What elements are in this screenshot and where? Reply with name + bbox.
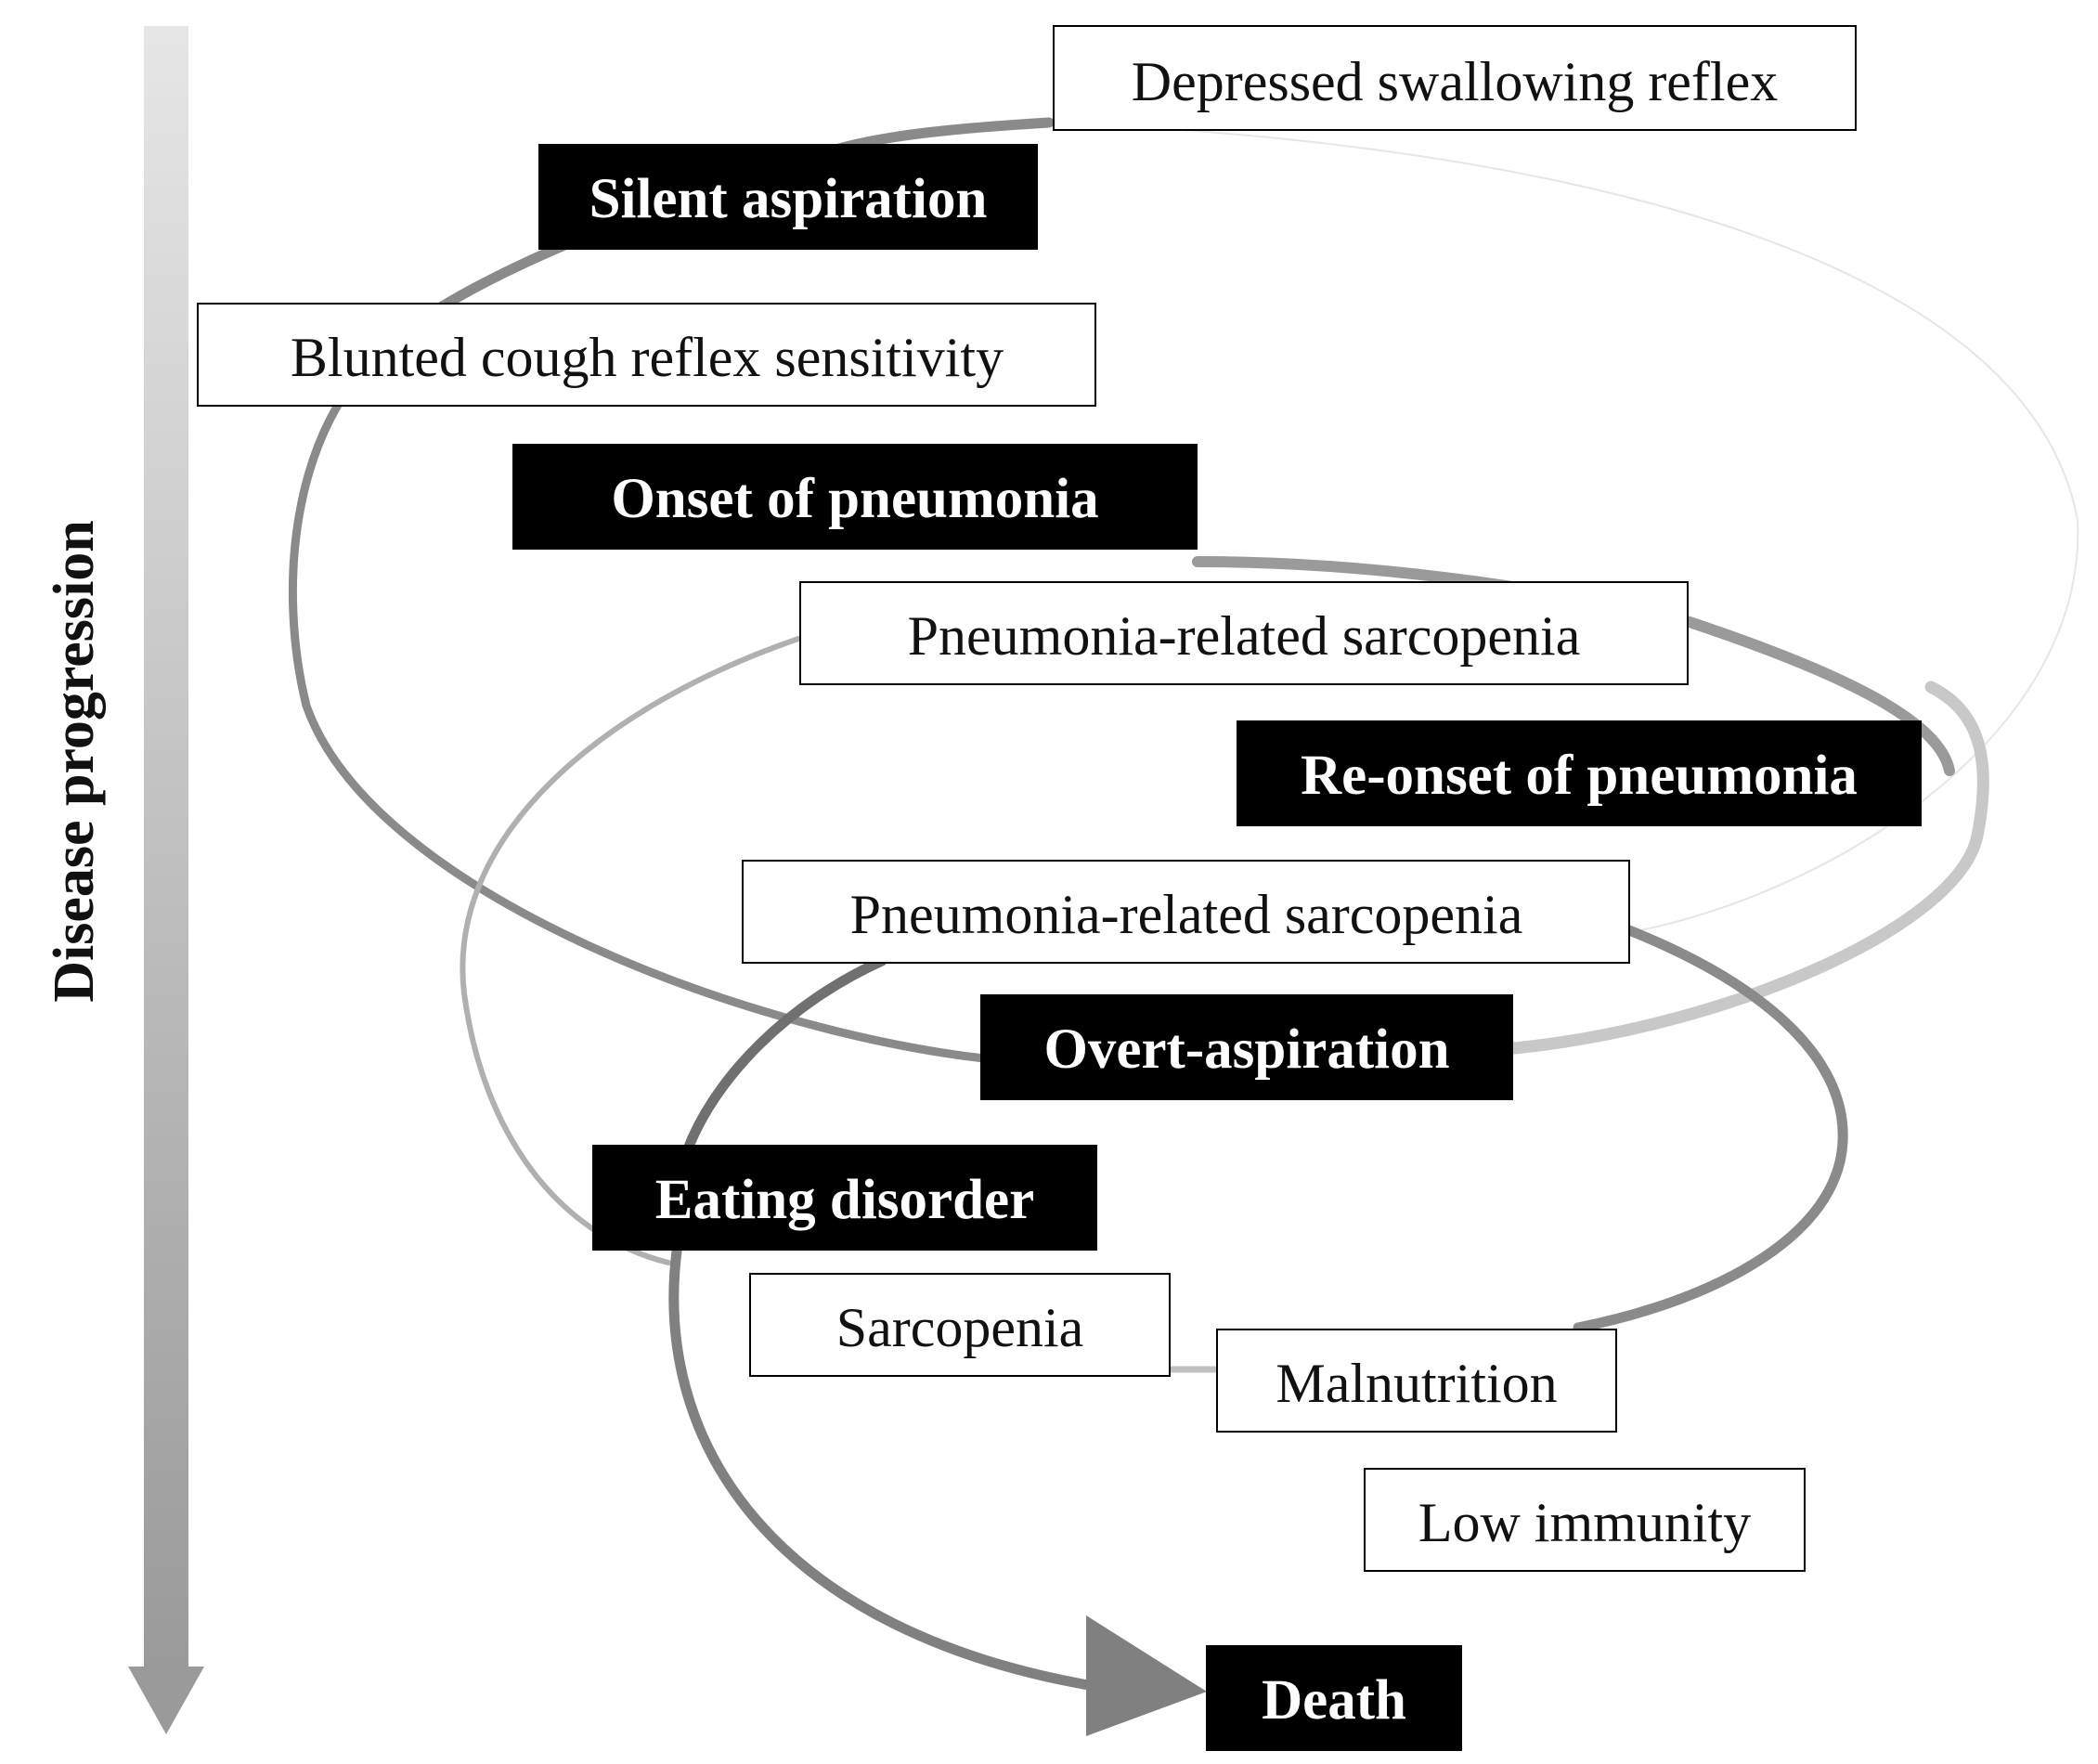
node-malnutrition: Malnutrition — [1216, 1329, 1617, 1433]
node-low-immunity: Low immunity — [1364, 1468, 1806, 1572]
node-label: Eating disorder — [655, 1169, 1034, 1231]
node-label: Depressed swallowing reflex — [1132, 51, 1778, 112]
node-silent-aspiration: Silent aspiration — [538, 144, 1038, 250]
node-label: Pneumonia-related sarcopenia — [908, 605, 1581, 667]
node-sarcopenia: Sarcopenia — [749, 1273, 1171, 1377]
death-arrowhead — [1086, 1615, 1207, 1736]
node-overt-aspiration: Overt-aspiration — [980, 994, 1513, 1100]
spiral-loop-2-left — [460, 636, 801, 1265]
node-label: Overt-aspiration — [1043, 1018, 1449, 1081]
node-depressed-swallowing-reflex: Depressed swallowing reflex — [1053, 25, 1857, 131]
node-label: Malnutrition — [1276, 1353, 1557, 1414]
node-label: Blunted cough reflex sensitivity — [291, 327, 1004, 388]
progression-arrow — [128, 26, 204, 1734]
node-eating-disorder: Eating disorder — [592, 1145, 1097, 1251]
node-pneumonia-sarcopenia-1: Pneumonia-related sarcopenia — [799, 581, 1689, 685]
node-label: Sarcopenia — [836, 1297, 1084, 1358]
node-onset-of-pneumonia: Onset of pneumonia — [512, 444, 1198, 550]
node-label: Death — [1262, 1669, 1406, 1732]
node-label: Re-onset of pneumonia — [1301, 745, 1858, 807]
axis-label: Disease progression — [43, 520, 106, 1003]
node-label: Pneumonia-related sarcopenia — [850, 884, 1523, 945]
spiral-loop-1-top — [1048, 122, 2079, 939]
spiral-loop-3-right — [1573, 925, 1848, 1333]
node-label: Silent aspiration — [589, 168, 988, 230]
node-re-onset-of-pneumonia: Re-onset of pneumonia — [1237, 720, 1922, 826]
spiral-loop-1-left — [288, 339, 989, 1063]
node-pneumonia-sarcopenia-2: Pneumonia-related sarcopenia — [742, 860, 1630, 964]
node-label: Onset of pneumonia — [611, 468, 1098, 530]
spiral-loop-3-top — [681, 955, 887, 1157]
node-death: Death — [1206, 1645, 1462, 1751]
spiral-loop-1-bottom — [1497, 681, 1989, 1056]
node-blunted-cough-reflex: Blunted cough reflex sensitivity — [197, 303, 1096, 407]
node-label: Low immunity — [1418, 1492, 1751, 1553]
spiral-to-death — [668, 1239, 1110, 1693]
